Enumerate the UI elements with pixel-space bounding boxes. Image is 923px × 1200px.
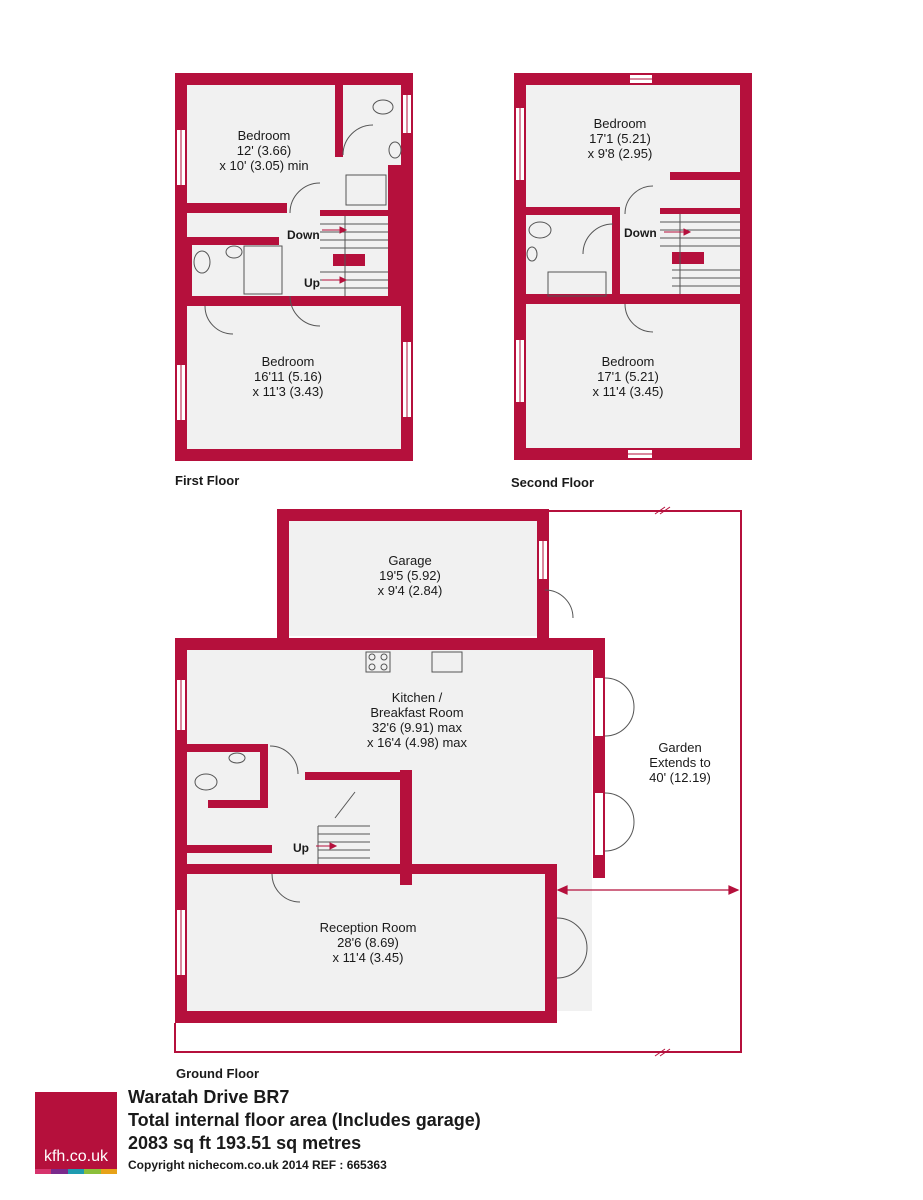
- garden-dimension-arrows: [556, 885, 740, 895]
- logo-text: kfh.co.uk: [43, 1148, 109, 1165]
- logo-stripe: [84, 1169, 101, 1174]
- floor-title-first: First Floor: [175, 473, 240, 488]
- window-lines: [180, 78, 652, 975]
- room-label-garage: Garage 19'5 (5.92) x 9'4 (2.84): [377, 553, 443, 598]
- room-label-first-floor-bedroom-2: Bedroom 16'11 (5.16) x 11'3 (3.43): [252, 354, 324, 399]
- fixtures: [193, 99, 607, 791]
- area-title: Total internal floor area (Includes gara…: [128, 1110, 481, 1130]
- stair-arrows: [316, 226, 692, 850]
- room-floors: [187, 85, 740, 1011]
- floor-title-ground: Ground Floor: [176, 1066, 260, 1081]
- label-garden: Garden Extends to 40' (12.19): [649, 740, 711, 785]
- copyright: Copyright nichecom.co.uk 2014 REF : 6653…: [128, 1158, 387, 1172]
- area-value: 2083 sq ft 193.51 sq metres: [128, 1133, 362, 1153]
- logo-stripe: [51, 1169, 68, 1174]
- garden-ticks: [654, 506, 671, 1057]
- stair-label-up: Up: [304, 276, 320, 290]
- stair-label-down: Down: [287, 228, 320, 242]
- garden-boundary: [174, 510, 742, 1053]
- brand-logo: kfh.co.uk: [35, 1092, 118, 1174]
- stair-label-up: Up: [293, 841, 309, 855]
- property-info: Waratah Drive BR7 Total internal floor a…: [128, 1086, 481, 1172]
- logo-stripe: [67, 1169, 85, 1174]
- stair-label-down: Down: [624, 226, 657, 240]
- floor-title-second: Second Floor: [511, 475, 595, 490]
- hob-rings: [368, 653, 388, 671]
- door-swings: [204, 124, 654, 979]
- logo-stripe: [35, 1169, 52, 1174]
- room-label-second-floor-bedroom-1: Bedroom 17'1 (5.21) x 9'8 (2.95): [587, 116, 653, 161]
- stairs: [317, 214, 740, 864]
- logo-stripe: [100, 1169, 118, 1174]
- address: Waratah Drive BR7: [128, 1087, 290, 1107]
- logo-stripes: [35, 1169, 118, 1174]
- room-label-reception: Reception Room 28'6 (8.69) x 11'4 (3.45): [319, 920, 417, 965]
- room-label-second-floor-bedroom-2: Bedroom 17'1 (5.21) x 11'4 (3.45): [592, 354, 664, 399]
- room-label-kitchen: Kitchen / Breakfast Room 32'6 (9.91) max…: [366, 690, 468, 750]
- room-label-first-floor-bedroom-1: Bedroom 12' (3.66) x 10' (3.05) min: [219, 128, 309, 173]
